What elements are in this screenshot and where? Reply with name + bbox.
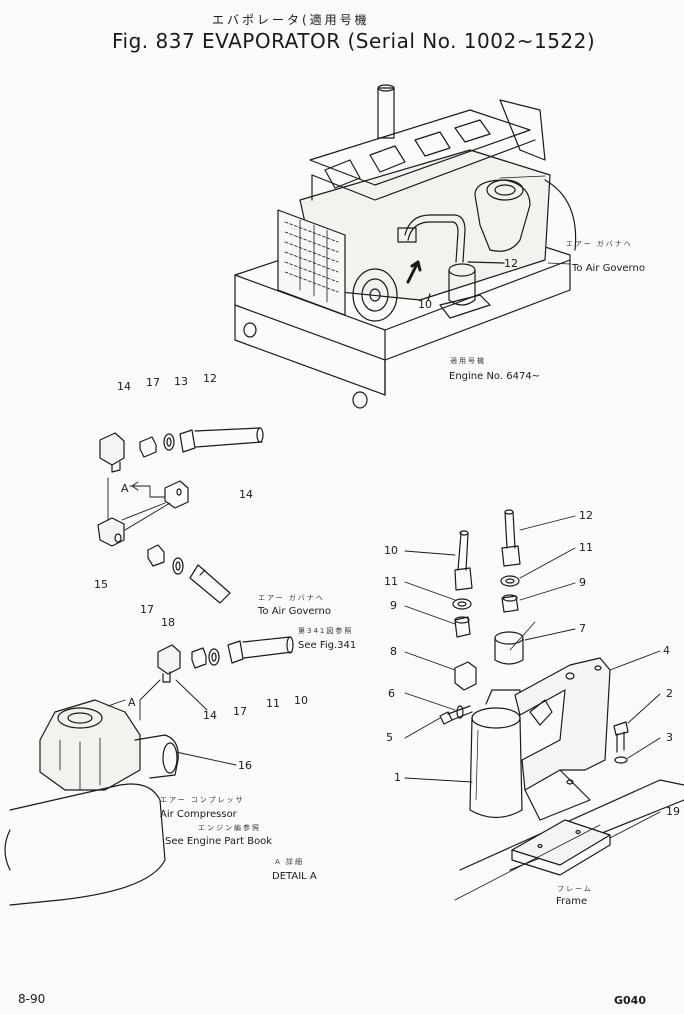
callout-7: 7 <box>579 622 586 635</box>
callout-11-right: 11 <box>579 541 593 554</box>
callout-10-right: 10 <box>384 544 398 557</box>
frame-jp: フレーム <box>557 885 593 893</box>
callout-2: 2 <box>666 687 673 700</box>
to-air-governo-top: To Air Governo <box>572 263 645 274</box>
callout-14-top: 14 <box>117 380 131 393</box>
callout-18: 18 <box>161 616 175 629</box>
air-compressor-jp: エアー コンプレッサ <box>160 796 245 804</box>
see-fig: See Fig.341 <box>298 640 357 651</box>
title-japanese: エバポレータ(適用号機 <box>212 13 370 27</box>
callout-9-left: 9 <box>390 599 397 612</box>
detail-a-fittings <box>97 427 294 683</box>
callout-19: 19 <box>666 805 680 818</box>
callout-12-top: 12 <box>203 372 217 385</box>
drawing-code: G040 <box>614 994 646 1007</box>
callout-10-low: 10 <box>294 694 308 707</box>
callout-4: 4 <box>663 644 670 657</box>
detail-marker-a: A <box>121 482 129 495</box>
callout-14-low: 14 <box>203 709 217 722</box>
callout-17-top: 17 <box>146 376 160 389</box>
engine-part-book: See Engine Part Book <box>165 836 273 847</box>
callout-16: 16 <box>238 759 252 772</box>
page-number: 8-90 <box>18 992 46 1006</box>
callout-9-right: 9 <box>579 576 586 589</box>
detail-a-label: DETAIL A <box>272 871 317 882</box>
callout-12-right: 12 <box>579 509 593 522</box>
callout-8: 8 <box>390 645 397 658</box>
callout-1: 1 <box>394 771 401 784</box>
see-fig-jp: 第341図参照 <box>298 627 354 635</box>
frame-label: Frame <box>556 896 588 907</box>
callout-17-mid: 17 <box>140 603 154 616</box>
detail-a-jp: A 詳細 <box>275 858 305 866</box>
callout-17-low: 17 <box>233 705 247 718</box>
evaporator-exploded-illustration <box>404 509 684 901</box>
engine-no-jp: 適用号機 <box>450 357 486 365</box>
figure-title: Fig. 837 EVAPORATOR (Serial No. 1002~152… <box>112 29 596 53</box>
to-air-governo-jp-mid: エアー ガバナへ <box>258 594 325 602</box>
callout-11-left: 11 <box>384 575 398 588</box>
engine-no: Engine No. 6474~ <box>449 371 541 382</box>
to-air-governo-mid: To Air Governo <box>258 606 331 617</box>
callout-3: 3 <box>666 731 673 744</box>
callout-14-mid: 14 <box>239 488 253 501</box>
callout-15: 15 <box>94 578 108 591</box>
callout-10-engine: 10 <box>418 298 432 311</box>
callout-6: 6 <box>388 687 395 700</box>
detail-marker-a-compressor: A <box>128 696 136 709</box>
callout-12-engine: 12 <box>504 257 518 270</box>
to-air-governo-jp-top: エアー ガバナへ <box>566 240 633 248</box>
air-compressor-illustration <box>4 679 237 906</box>
air-compressor: Air Compressor <box>160 809 237 820</box>
callout-5: 5 <box>386 731 393 744</box>
engine-assembly-illustration <box>234 84 577 409</box>
callout-13-top: 13 <box>174 375 188 388</box>
engine-part-book-jp: エンジン編参照 <box>198 824 261 832</box>
callout-11-low: 11 <box>266 697 280 710</box>
